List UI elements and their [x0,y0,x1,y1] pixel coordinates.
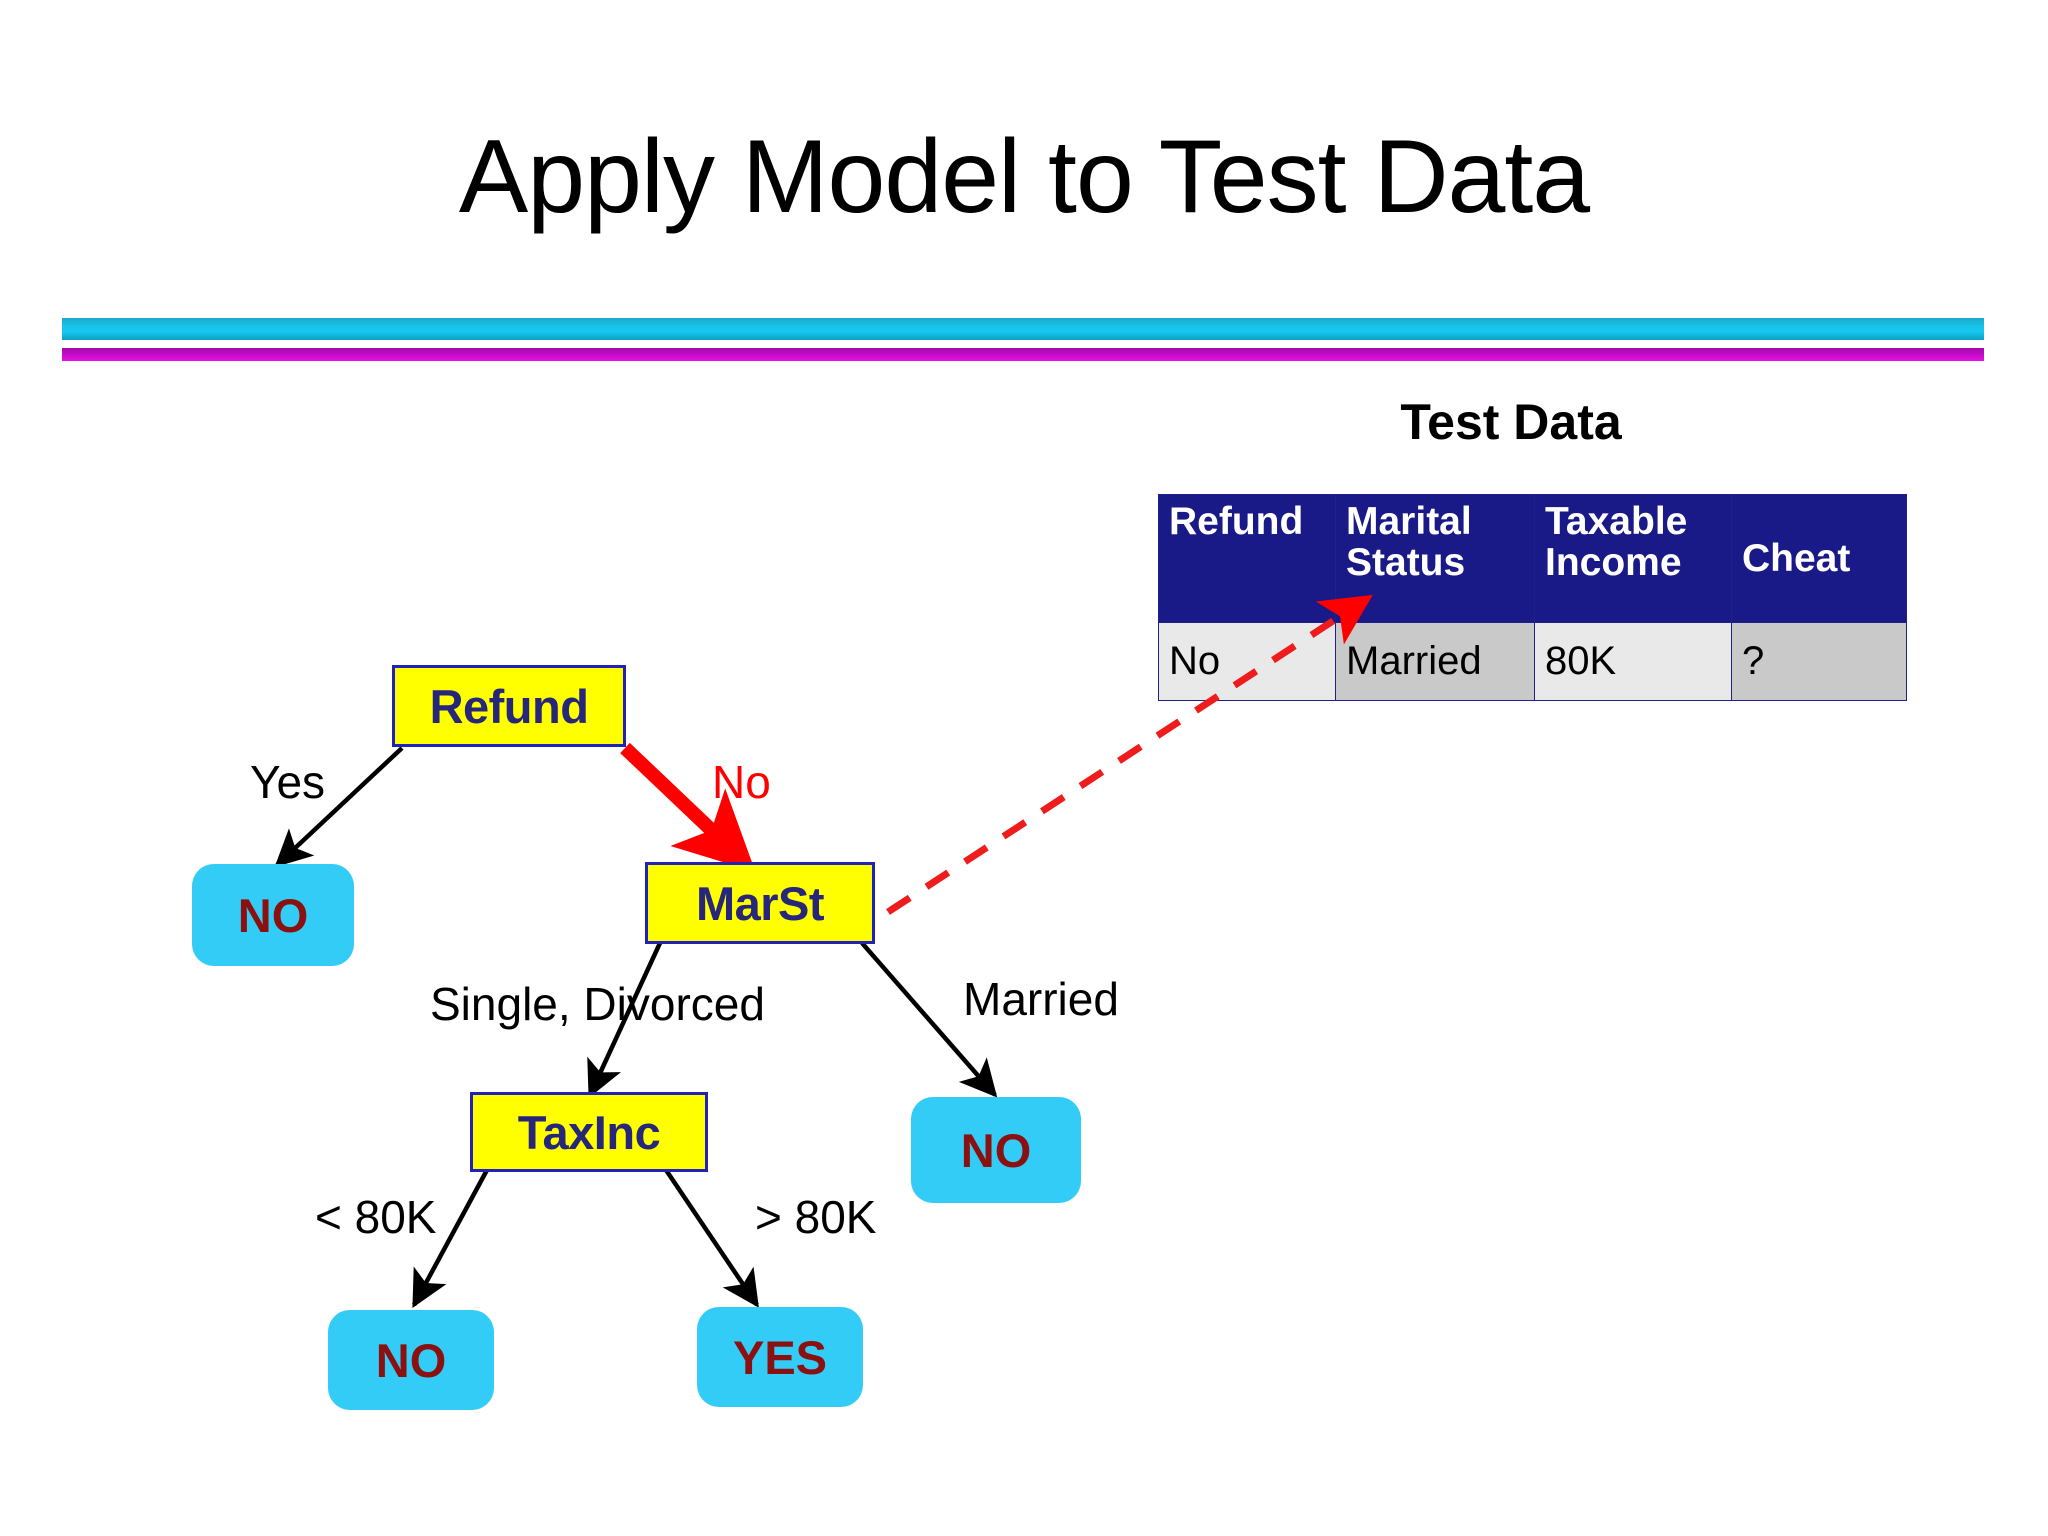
edge-label-gt-80k: > 80K [755,1191,877,1243]
divider-bar-magenta [62,348,1984,361]
edge-label-lt-80k: < 80K [315,1191,437,1243]
column-header-taxable-income-line1: Taxable [1545,500,1688,543]
column-header-marital-status-line1: Marital [1346,500,1472,543]
edge-label-married: Married [963,973,1119,1025]
tree-leaf-no-lt80k[interactable]: NO [328,1310,494,1410]
table-row: No Married 80K ? [1158,622,1907,701]
edge-label-single-divorced: Single, Divorced [430,978,765,1030]
page-title: Apply Model to Test Data [458,119,1590,235]
header-divider [62,318,1984,366]
test-data-heading: Test Data [1400,394,1622,450]
cell-marital-status: Married [1335,622,1535,701]
edge-label-no: No [712,756,771,808]
column-header-marital-status-line2: Status [1346,541,1466,585]
cell-refund: No [1158,622,1336,701]
column-header-taxable-income: Taxable Income [1534,494,1732,623]
edge-label-yes: Yes [250,756,326,808]
test-data-table: Refund Marital Status Taxable Income Che… [1158,494,1907,701]
tree-leaf-no-refund-yes[interactable]: NO [192,864,354,966]
tree-node-taxinc[interactable]: TaxInc [470,1092,708,1172]
table-header-row: Refund Marital Status Taxable Income Che… [1158,494,1907,623]
column-header-refund-line1: Refund [1169,500,1304,543]
cell-taxable-income: 80K [1534,622,1732,701]
column-header-cheat-line1: Cheat [1742,536,1851,580]
column-header-taxable-income-line2: Income [1545,541,1682,585]
cell-cheat: ? [1731,622,1907,701]
tree-node-refund[interactable]: Refund [392,665,626,747]
tree-leaf-yes-gt80k[interactable]: YES [697,1307,863,1407]
column-header-cheat: Cheat [1731,494,1907,623]
column-header-refund: Refund [1158,494,1336,623]
divider-bar-cyan [62,318,1984,340]
tree-leaf-no-married[interactable]: NO [911,1097,1081,1203]
column-header-marital-status: Marital Status [1335,494,1535,623]
tree-node-marst[interactable]: MarSt [645,862,875,944]
edge-taxinc-gt80k [664,1168,759,1308]
